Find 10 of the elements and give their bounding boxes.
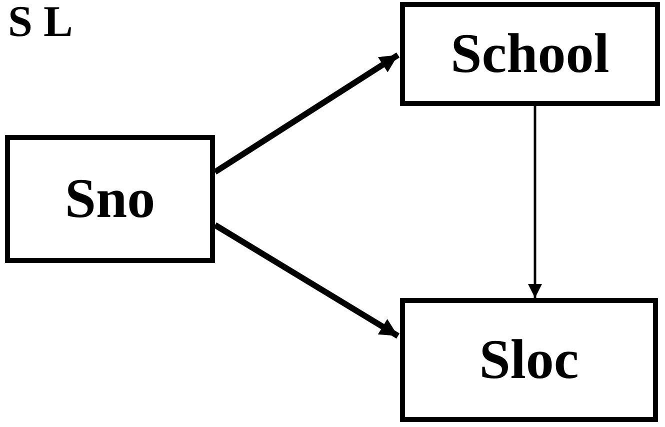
entity-box	[400, 298, 658, 422]
entity-box	[5, 135, 215, 263]
entity-label: Sno	[64, 167, 156, 231]
arrow	[528, 106, 542, 298]
entity-label: Sloc	[479, 328, 579, 392]
arrow	[213, 222, 400, 339]
entity-label: School	[450, 22, 610, 86]
entity-box	[400, 2, 660, 106]
title: S L	[8, 0, 73, 44]
arrow	[213, 52, 400, 175]
